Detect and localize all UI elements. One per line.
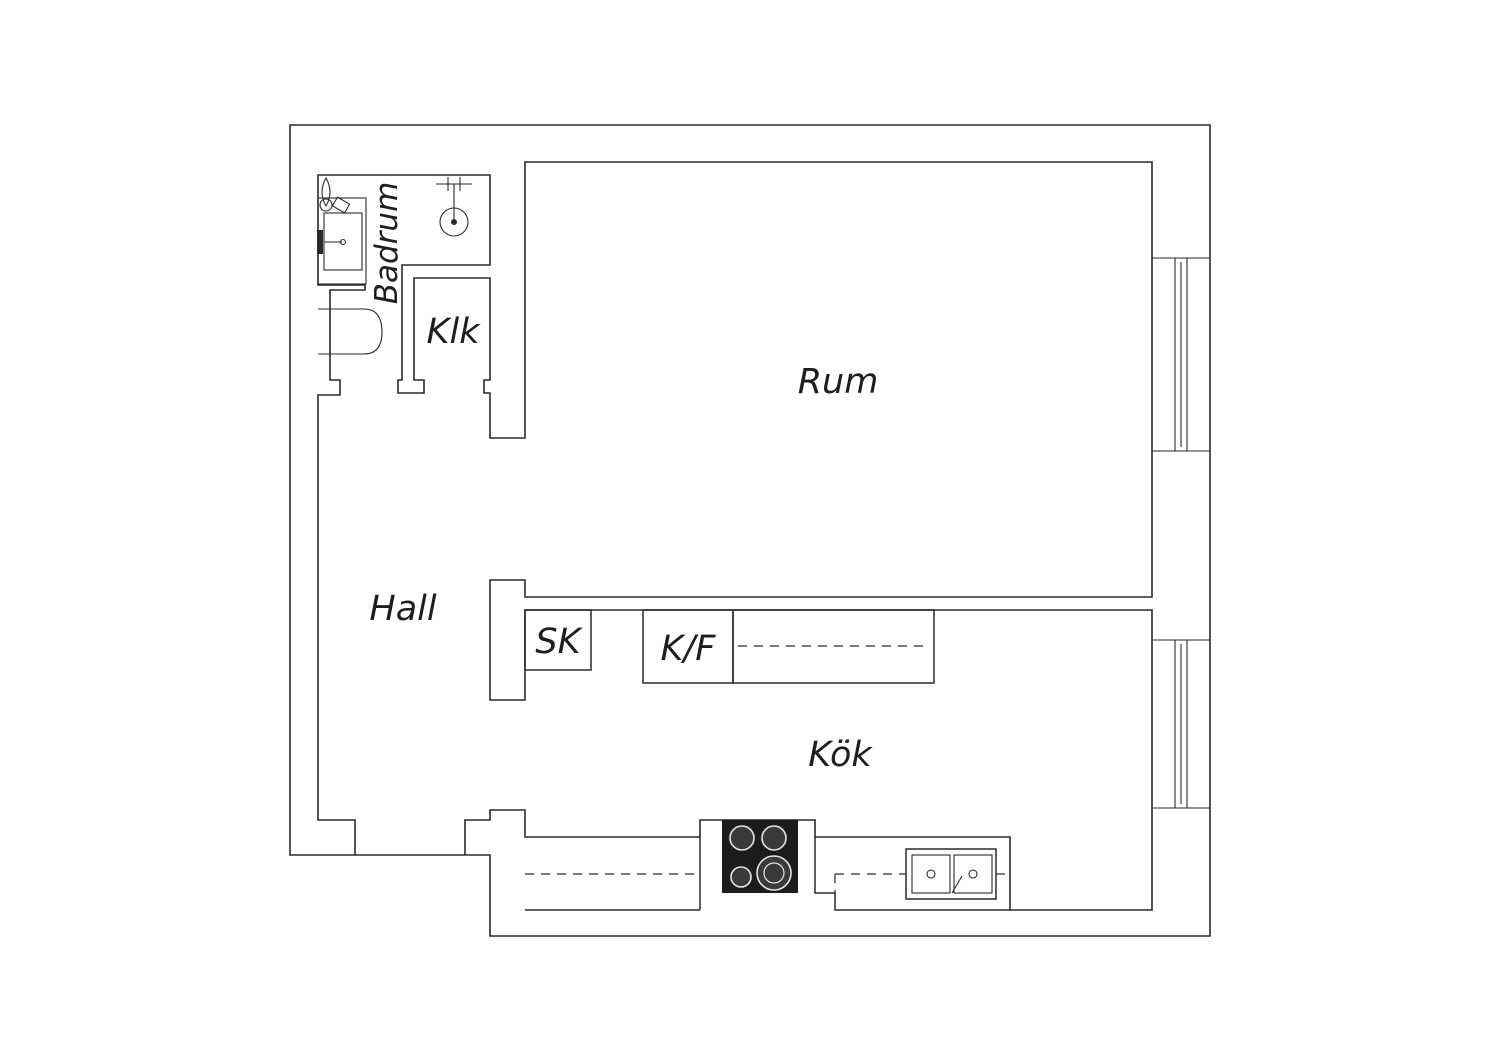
room-label-kok: Kök [808,735,873,775]
window-kok [1152,639,1210,809]
window-rum [1152,257,1210,452]
walls [289,124,1211,937]
stove-icon [722,820,798,893]
room-label-klk: Klk [427,312,482,352]
sk-cabinet [524,609,592,671]
toilet-icon [318,308,383,355]
fixture-label-kf: K/F [661,629,717,669]
room-label-hall: Hall [369,589,436,629]
kitchen-sink-icon [905,848,997,900]
room-label-rum: Rum [798,362,879,402]
lower-counter [525,837,1010,911]
upper-counter [732,609,935,684]
room-label-badrum: Badrum [369,182,405,305]
fixture-label-sk: SK [535,622,583,662]
sink-icon [317,197,367,285]
faucet-icon [319,176,351,214]
shower-icon [436,177,472,237]
